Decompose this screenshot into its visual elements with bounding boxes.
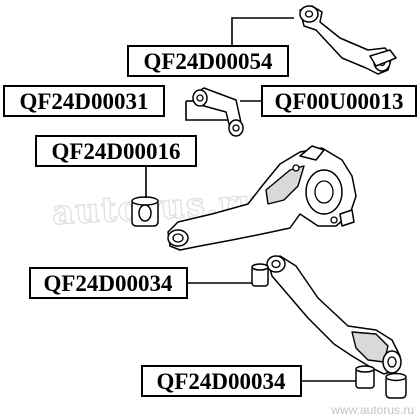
lower-arm-end-bushing [385, 372, 407, 399]
lower-control-arm [266, 255, 402, 375]
leader-lines [145, 17, 356, 382]
upper-control-arm [299, 5, 397, 75]
part-number-lateral-link-right: QF00U00013 [274, 89, 403, 114]
lower-arm-inner-bushing [251, 263, 269, 287]
part-number-lower-arm-outer: QF24D00034 [156, 369, 286, 394]
label-lateral-link-right: QF00U00013 [261, 85, 417, 117]
label-lateral-link-left: QF24D00031 [3, 85, 165, 117]
lower-arm-outer-bushing [355, 365, 375, 389]
part-number-trailing-arm-bushing: QF24D00016 [51, 139, 180, 164]
label-upper-arm: QF24D00054 [127, 45, 289, 77]
part-number-upper-arm: QF24D00054 [143, 49, 273, 74]
part-number-lateral-link-left: QF24D00031 [19, 89, 148, 114]
trailing-arm [167, 145, 357, 251]
footer-url: www.autorus.ru [330, 403, 414, 417]
part-number-lower-arm-inner: QF24D00034 [43, 271, 173, 296]
label-lower-arm-outer: QF24D00034 [141, 365, 302, 397]
trailing-arm-bushing [131, 196, 159, 227]
label-lower-arm-inner: QF24D00034 [29, 267, 188, 299]
label-trailing-arm-bushing: QF24D00016 [35, 135, 197, 167]
lateral-link [192, 87, 244, 137]
